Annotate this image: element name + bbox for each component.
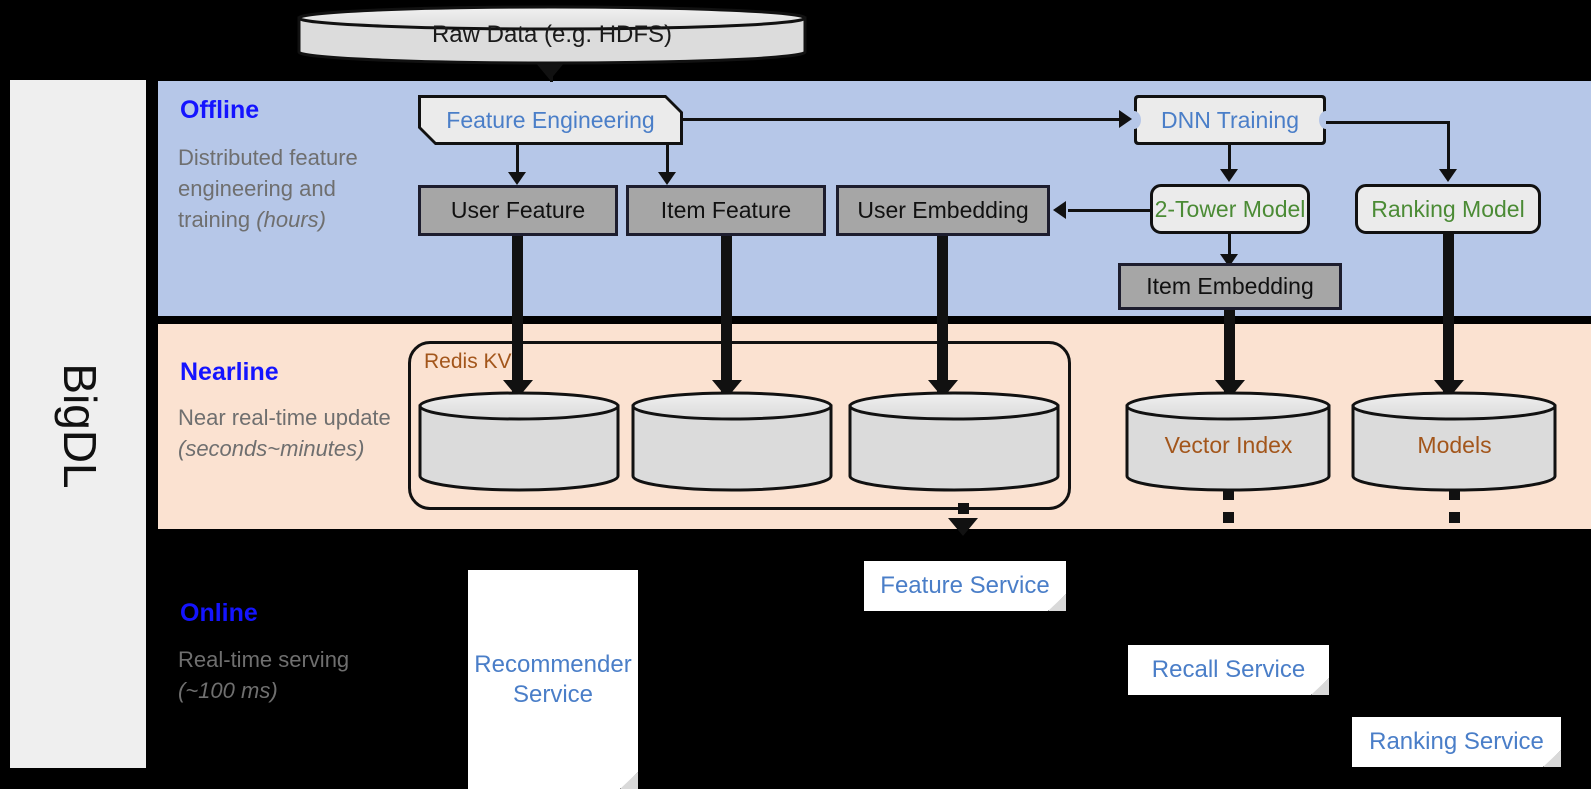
item-embedding-label: Item Embedding	[1146, 273, 1314, 299]
recall-service-label: Recall Service	[1128, 645, 1329, 695]
arrowhead-2tower-to-user-embedding	[1053, 201, 1066, 219]
redis-store-2-cylinder[interactable]	[630, 390, 835, 492]
layer-desc-offline: Distributed feature engineering and trai…	[178, 142, 393, 235]
layer-desc-nearline: Near real-time update (seconds~minutes)	[178, 402, 393, 464]
pipe-ranking-model-to-models	[1443, 234, 1454, 396]
connector-2tower-to-user-embedding	[1068, 209, 1150, 212]
pipe-user-embedding-to-store	[937, 236, 948, 396]
dot-redis-to-feature-service	[958, 503, 969, 514]
dot-models-1	[1449, 489, 1460, 500]
pipe-item-feature-to-store	[721, 236, 732, 396]
layer-desc-online-text: Real-time serving	[178, 647, 350, 672]
user-feature-label: User Feature	[450, 197, 586, 223]
redis-store-3-cylinder[interactable]	[847, 390, 1062, 492]
layer-title-nearline: Nearline	[180, 358, 279, 386]
connector-dnn-to-ranking-h	[1326, 121, 1450, 124]
layer-desc-online-emphasis: (~100 ms)	[178, 678, 278, 703]
feature-engineering-label: Feature Engineering	[421, 98, 680, 142]
connector-fe-to-dnn	[683, 118, 1121, 121]
dnn-training-box[interactable]: DNN Training	[1127, 95, 1333, 145]
layer-title-online: Online	[180, 599, 258, 627]
dot-vector-index-1	[1223, 489, 1234, 500]
layer-desc-offline-emphasis: (hours)	[256, 207, 326, 232]
layer-desc-online: Real-time serving (~100 ms)	[178, 644, 393, 706]
redis-kv-label: Redis KV	[424, 350, 512, 373]
layer-desc-offline-text: Distributed feature engineering and trai…	[178, 145, 358, 232]
layer-desc-nearline-emphasis: (seconds~minutes)	[178, 436, 365, 461]
connector-fe-to-item-feature	[666, 145, 669, 175]
raw-data-cylinder: Raw Data (e.g. HDFS)	[296, 4, 808, 66]
arrowhead-fe-to-item-feature	[658, 172, 676, 185]
dnn-training-notch-right	[1319, 111, 1333, 129]
two-tower-model-box[interactable]: 2-Tower Model	[1150, 184, 1310, 234]
arrowhead-redis-to-feature-service	[948, 518, 978, 536]
pipe-item-embedding-to-vector-index	[1224, 310, 1235, 396]
connector-fe-to-user-feature	[516, 145, 519, 175]
connector-dnn-to-2tower	[1228, 145, 1231, 171]
user-feature-box[interactable]: User Feature	[418, 185, 618, 236]
framework-sidebar: BigDL	[8, 78, 148, 770]
recommender-service-doc[interactable]: Recommender Service	[468, 570, 638, 789]
recommender-service-label: Recommender Service	[468, 570, 638, 789]
arrowhead-rawdata-to-fe	[535, 62, 565, 80]
dot-vector-index-2	[1223, 512, 1234, 523]
two-tower-model-label: 2-Tower Model	[1154, 195, 1306, 222]
item-embedding-box[interactable]: Item Embedding	[1118, 263, 1342, 310]
feature-service-doc[interactable]: Feature Service	[864, 561, 1066, 611]
vector-index-cylinder[interactable]: Vector Index	[1124, 390, 1333, 492]
dot-models-2	[1449, 512, 1460, 523]
arrowhead-dnn-to-2tower	[1220, 169, 1238, 182]
models-cylinder[interactable]: Models	[1350, 390, 1559, 492]
ranking-service-label: Ranking Service	[1352, 717, 1561, 767]
redis-store-1-cylinder[interactable]	[417, 390, 622, 492]
connector-2tower-to-item-embedding	[1228, 234, 1231, 258]
ranking-model-box[interactable]: Ranking Model	[1355, 184, 1541, 234]
recall-service-doc[interactable]: Recall Service	[1128, 645, 1329, 695]
redis-kv-container	[408, 341, 1071, 510]
pipe-user-feature-to-store	[512, 236, 523, 396]
feature-service-label: Feature Service	[864, 561, 1066, 611]
dnn-training-label: DNN Training	[1137, 98, 1323, 142]
connector-dnn-to-ranking-v	[1447, 121, 1450, 171]
feature-engineering-box[interactable]: Feature Engineering	[418, 95, 683, 145]
arrowhead-fe-to-user-feature	[508, 172, 526, 185]
layer-desc-nearline-text: Near real-time update	[178, 405, 391, 430]
item-feature-label: Item Feature	[660, 197, 792, 223]
arrowhead-dnn-to-ranking	[1439, 169, 1457, 182]
ranking-service-doc[interactable]: Ranking Service	[1352, 717, 1561, 767]
vector-index-label: Vector Index	[1164, 432, 1293, 458]
raw-data-label: Raw Data (e.g. HDFS)	[431, 21, 673, 48]
layer-title-offline: Offline	[180, 96, 260, 124]
user-embedding-label: User Embedding	[857, 197, 1029, 223]
user-embedding-box[interactable]: User Embedding	[836, 185, 1050, 236]
ranking-model-label: Ranking Model	[1371, 195, 1525, 222]
arrowhead-fe-to-dnn	[1119, 110, 1132, 128]
models-label: Models	[1417, 432, 1492, 458]
item-feature-box[interactable]: Item Feature	[626, 185, 826, 236]
